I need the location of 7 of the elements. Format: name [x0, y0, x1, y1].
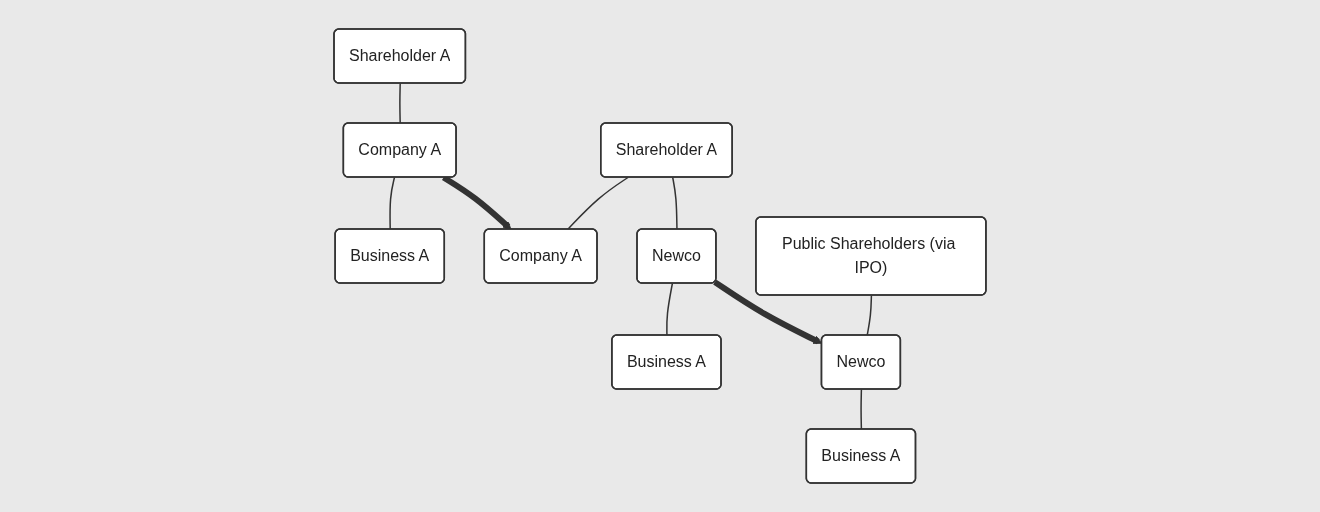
connector: [566, 176, 629, 231]
connector: [666, 282, 674, 337]
connector: [389, 176, 396, 231]
connector: [860, 388, 863, 431]
connector: [672, 176, 678, 231]
connector: [866, 294, 873, 337]
connector: [399, 82, 401, 125]
